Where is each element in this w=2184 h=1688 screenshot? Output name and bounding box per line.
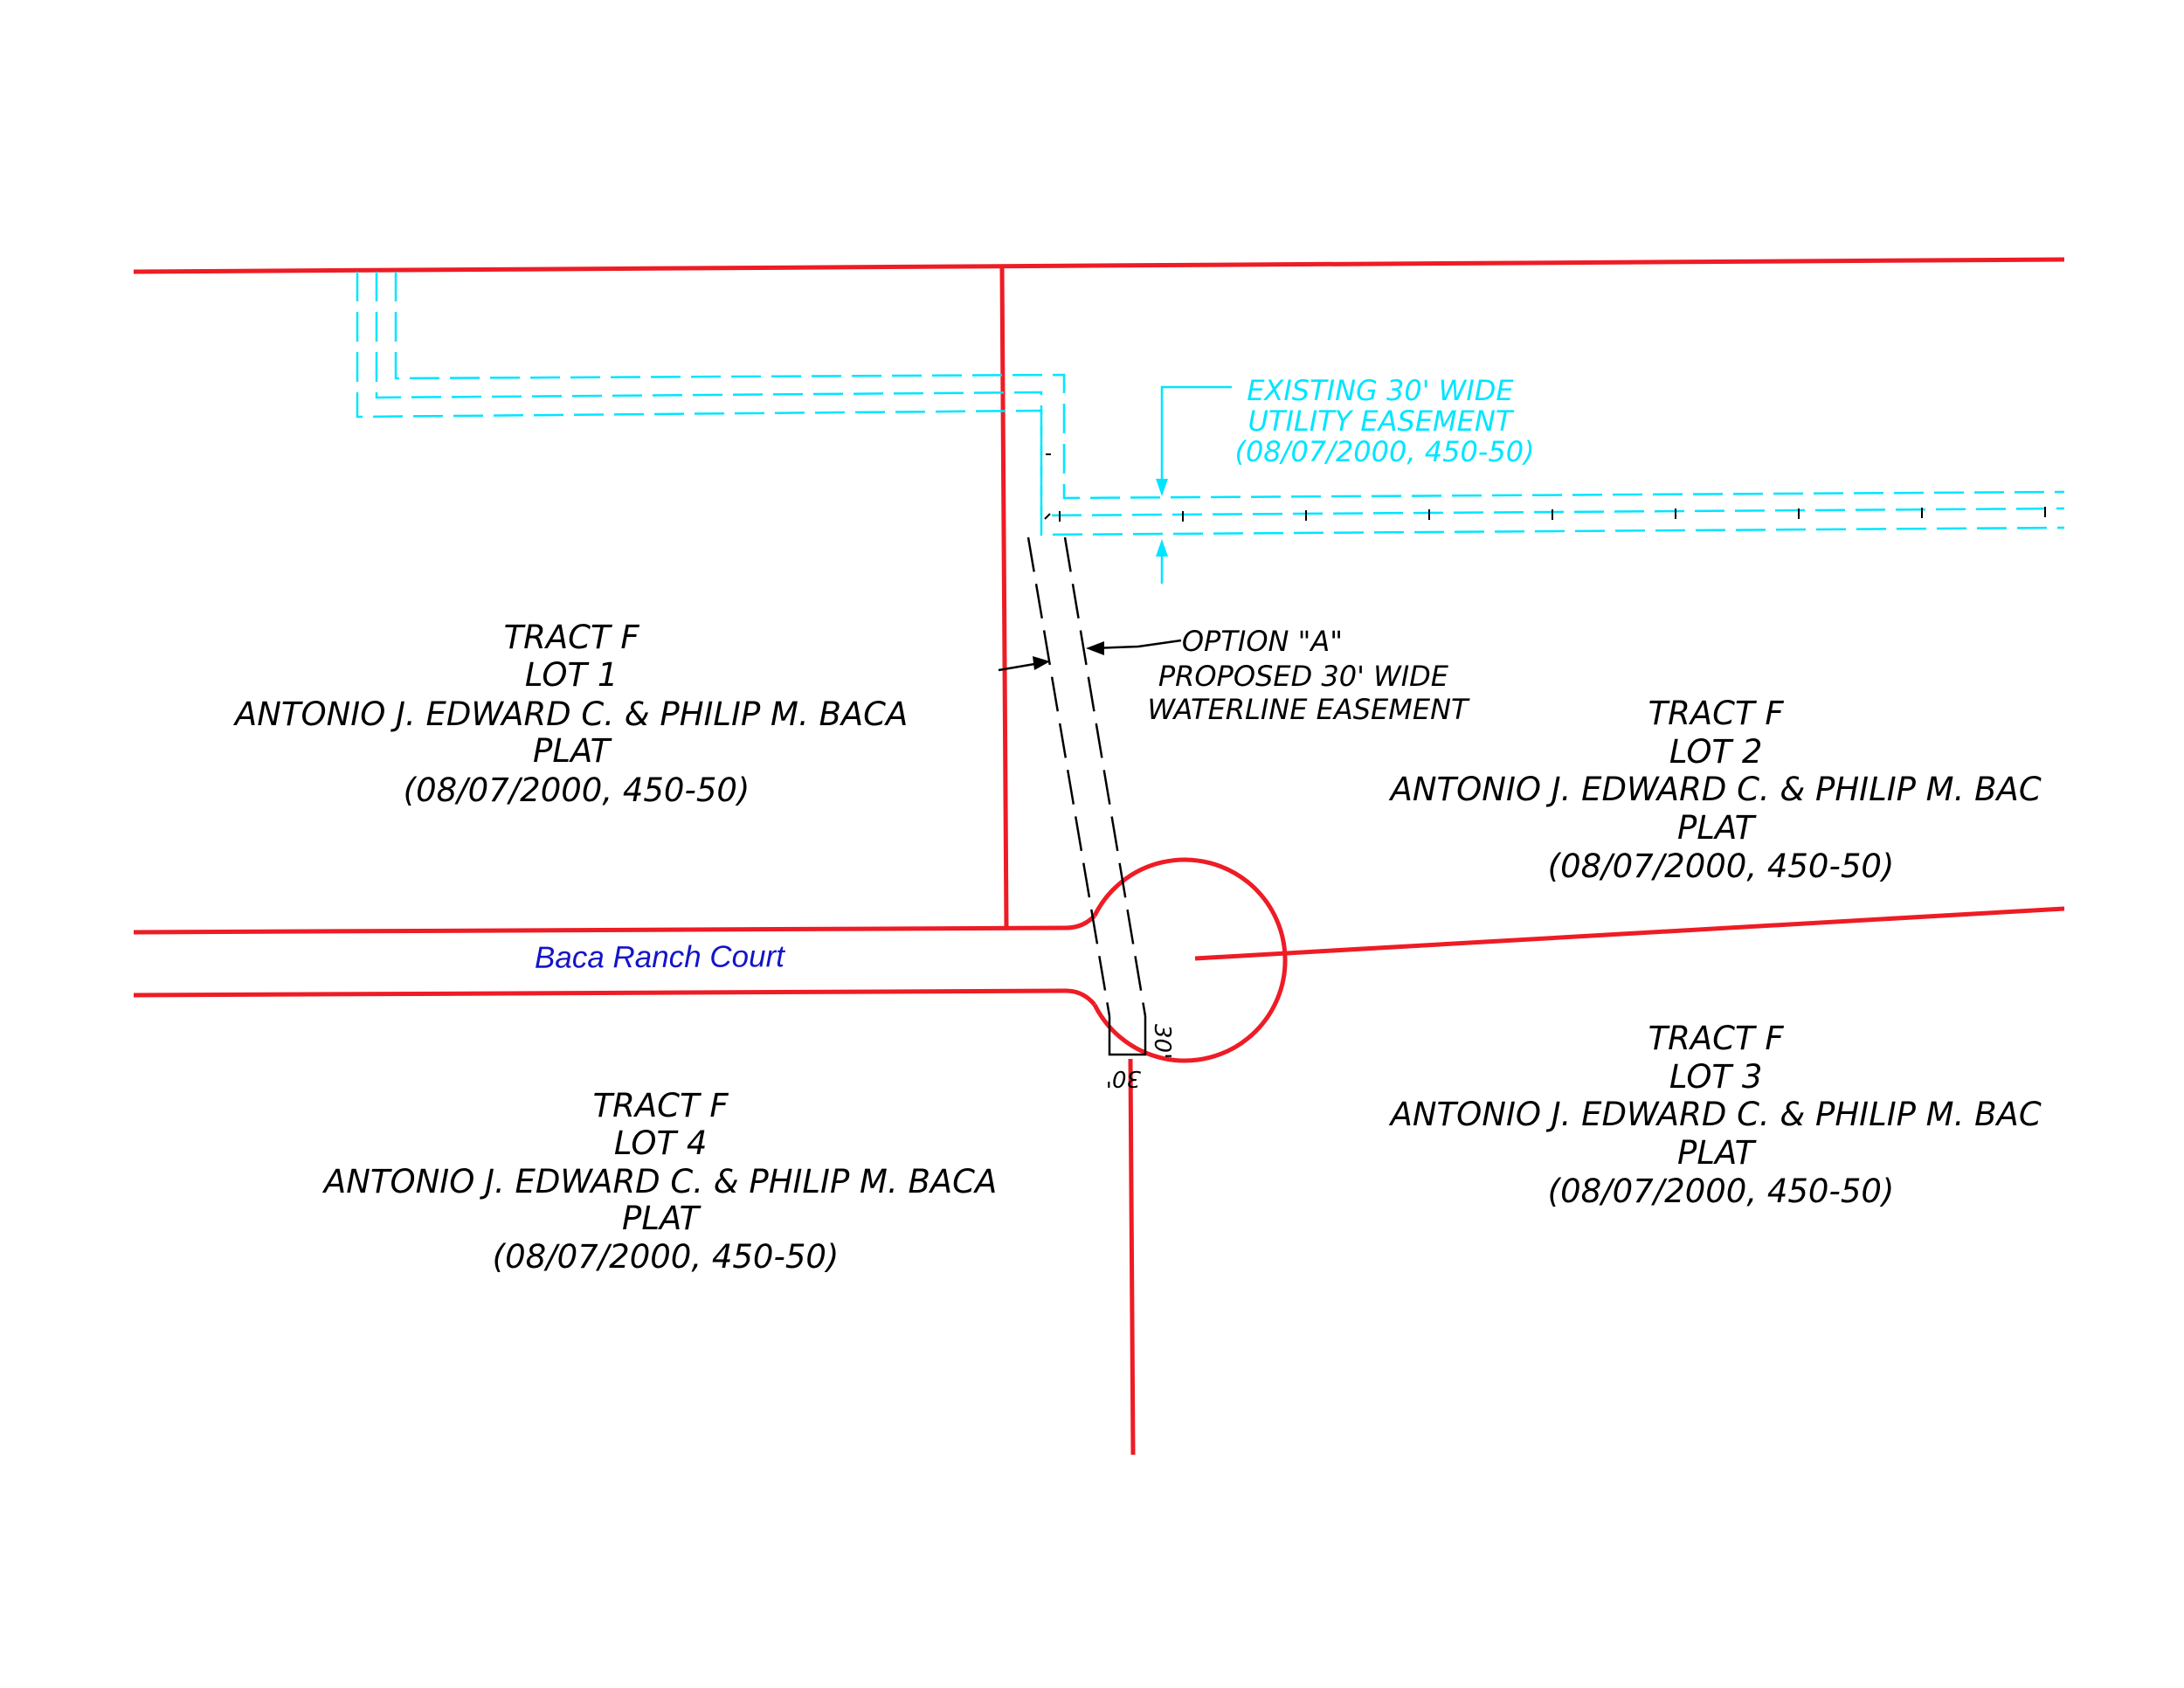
waterline-easement-line-3: WATERLINE EASEMENT (1147, 693, 1470, 726)
lot-3-label: TRACT F LOT 3 ANTONIO J. EDWARD C. & PHI… (1389, 1020, 2052, 1210)
cul-de-sac-bulb (1092, 857, 1288, 1063)
dimension-width-bottom: 30' (1106, 1065, 1141, 1091)
existing-utility-easement (356, 272, 2065, 536)
utility-easement-leader (1160, 385, 1232, 584)
utility-leader-line (1160, 385, 1232, 491)
utility-arrowheads (1156, 479, 1168, 557)
street-name-label: Baca Ranch Court (535, 939, 785, 975)
dimension-width-right: 30' (1149, 1024, 1175, 1059)
lot3-lot4-divider-line (1128, 1058, 1136, 1456)
utility-easement-inner-edge (394, 272, 2065, 500)
waterline-easement-line-2: PROPOSED 30' WIDE (1158, 660, 1449, 693)
utility-easement-label: EXISTING 30' WIDE UTILITY EASEMENT (08/0… (1234, 374, 1534, 468)
utility-arrowhead-bottom-icon (1156, 539, 1168, 557)
utility-easement-line-2: UTILITY EASEMENT (1248, 405, 1514, 438)
lot1-lot2-divider-line (999, 266, 1009, 929)
utility-easement-centerline (375, 272, 2065, 517)
street-north-edge-line (133, 914, 1096, 935)
proposed-waterline-easement (998, 536, 1182, 1056)
utility-easement-outer-edge (356, 272, 2065, 536)
property-boundaries (133, 257, 2065, 1456)
utility-easement-line-3: (08/07/2000, 450-50) (1234, 435, 1534, 468)
waterline-easement-end-box (1108, 1016, 1147, 1056)
lot-2-label: TRACT F LOT 2 ANTONIO J. EDWARD C. & PHI… (1389, 695, 2052, 885)
north-boundary-line (133, 257, 2065, 274)
waterline-arrowhead-east-icon (1086, 641, 1104, 655)
lot2-lot3-divider-line (1194, 906, 2065, 961)
waterline-arrowhead-west-icon (1033, 656, 1050, 670)
easement-station-ticks (1044, 453, 2046, 522)
waterline-easement-line-1: OPTION "A" (1182, 625, 1343, 658)
waterline-easement-west-edge (1026, 536, 1111, 1017)
waterline-leader-line (1091, 639, 1182, 650)
street-south-edge-line (133, 988, 1096, 1007)
waterline-easement-label: OPTION "A" PROPOSED 30' WIDE WATERLINE E… (1147, 625, 1470, 726)
waterline-easement-east-edge (1063, 536, 1147, 1017)
lot-4-label: TRACT F LOT 4 ANTONIO J. EDWARD C. & PHI… (322, 1087, 1007, 1276)
waterline-arrowheads (1033, 641, 1104, 670)
utility-easement-line-1: EXISTING 30' WIDE (1247, 374, 1514, 407)
utility-arrowhead-top-icon (1156, 479, 1168, 496)
lot-1-label: TRACT F LOT 1 ANTONIO J. EDWARD C. & PHI… (233, 619, 918, 809)
